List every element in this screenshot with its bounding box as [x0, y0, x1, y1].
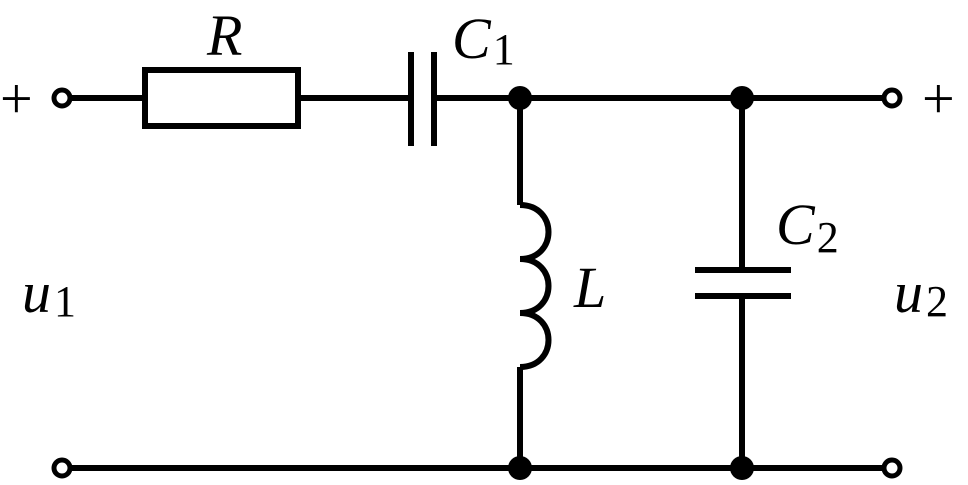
capacitor2-label-sub: 2 — [817, 213, 839, 262]
terminal-input-top — [51, 87, 73, 109]
terminal-input-bottom — [51, 457, 73, 479]
input-voltage-label: u1 — [22, 260, 76, 326]
output-voltage-label-sub: 2 — [926, 277, 948, 326]
input-voltage-label-sub: 1 — [54, 277, 76, 326]
output-voltage-label-main: u — [894, 260, 923, 325]
output-voltage-label: u2 — [894, 260, 948, 326]
capacitor1-label: C1 — [452, 6, 515, 74]
capacitor1-label-main: C — [452, 6, 492, 71]
terminal-output-top — [881, 87, 903, 109]
inductor-label: L — [573, 255, 606, 320]
resistor-label: R — [206, 3, 242, 68]
junction-bottom-right — [730, 456, 754, 480]
input-voltage-label-main: u — [22, 260, 51, 325]
junction-top-right — [730, 86, 754, 110]
capacitor2-label-main: C — [776, 192, 816, 257]
junction-top-left — [508, 86, 532, 110]
junction-bottom-left — [508, 456, 532, 480]
capacitor2-label: C2 — [776, 192, 839, 262]
terminal-output-bottom — [881, 457, 903, 479]
inductor-coil — [519, 202, 552, 370]
output-plus-sign: + — [922, 66, 955, 131]
capacitor1-label-sub: 1 — [493, 25, 515, 74]
resistor — [142, 67, 301, 129]
input-plus-sign: + — [0, 66, 33, 131]
